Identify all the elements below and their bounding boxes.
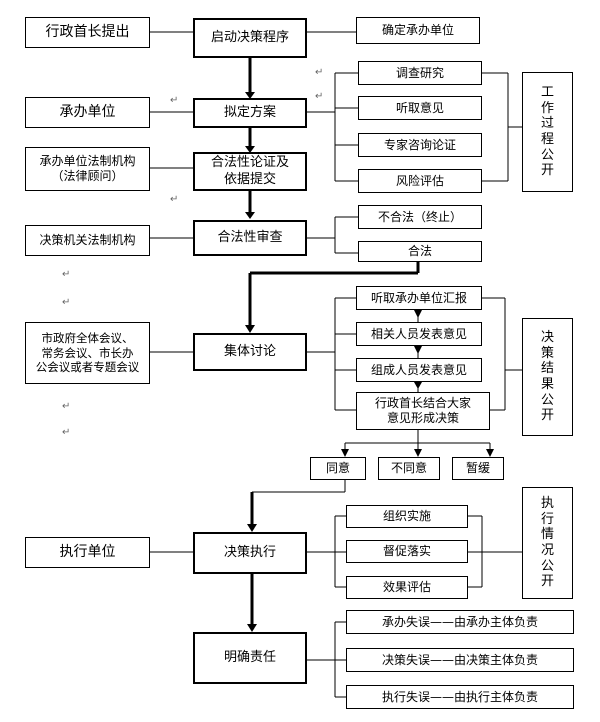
box-host-error: 承办失误——由承办主体负责: [346, 610, 574, 634]
left-box-exec-unit: 执行单位: [25, 537, 150, 568]
step-start: 启动决策程序: [193, 18, 307, 58]
box-postpone: 暂缓: [452, 457, 504, 480]
box-exec-public: 执行情况公开: [522, 487, 573, 599]
box-opinions: 听取意见: [358, 96, 482, 120]
paragraph-mark: ↵: [170, 95, 179, 106]
box-risk: 风险评估: [358, 169, 482, 193]
step-responsibility: 明确责任: [193, 632, 307, 684]
box-supervise: 督促落实: [346, 540, 468, 563]
box-disagree: 不同意: [378, 457, 440, 480]
step-draft: 拟定方案: [193, 98, 307, 128]
left-box-meetings: 市政府全体会议、 常务会议、市长办 公会议或者专题会议: [25, 322, 150, 384]
left-box-host-legal: 承办单位法制机构 （法律顾问）: [25, 147, 150, 191]
box-exec-error: 执行失误——由执行主体负责: [346, 685, 574, 709]
box-expert: 专家咨询论证: [358, 133, 482, 157]
box-decision-error: 决策失误——由决策主体负责: [346, 648, 574, 672]
box-agree: 同意: [310, 457, 366, 480]
box-staff-views: 相关人员发表意见: [356, 322, 482, 346]
paragraph-mark: ↵: [62, 427, 71, 438]
left-box-host-unit: 承办单位: [25, 97, 150, 128]
step-execution: 决策执行: [193, 532, 307, 574]
box-evaluate: 效果评估: [346, 576, 468, 599]
box-organize: 组织实施: [346, 505, 468, 528]
box-result-public: 决策结果公开: [522, 318, 573, 436]
box-report: 听取承办单位汇报: [356, 286, 482, 310]
step-legality-review: 合法性论证及 依据提交: [193, 152, 307, 191]
left-box-decision-legal: 决策机关法制机构: [25, 225, 150, 256]
box-head-decides: 行政首长结合大家 意见形成决策: [356, 392, 490, 430]
box-illegal: 不合法（终止）: [358, 205, 482, 229]
paragraph-mark: ↵: [170, 194, 179, 205]
step-legal-review: 合法性审查: [193, 220, 307, 256]
box-legal: 合法: [358, 241, 482, 262]
paragraph-mark: ↵: [315, 67, 324, 78]
box-member-views: 组成人员发表意见: [356, 358, 482, 382]
paragraph-mark: ↵: [62, 297, 71, 308]
box-work-public: 工作过程公开: [522, 72, 573, 192]
step-group-discussion: 集体讨论: [193, 333, 307, 371]
box-survey: 调查研究: [358, 61, 482, 85]
left-box-proposer: 行政首长提出: [25, 17, 150, 48]
box-confirm-unit: 确定承办单位: [356, 17, 480, 44]
paragraph-mark: ↵: [315, 91, 324, 102]
paragraph-mark: ↵: [62, 269, 71, 280]
paragraph-mark: ↵: [62, 401, 71, 412]
